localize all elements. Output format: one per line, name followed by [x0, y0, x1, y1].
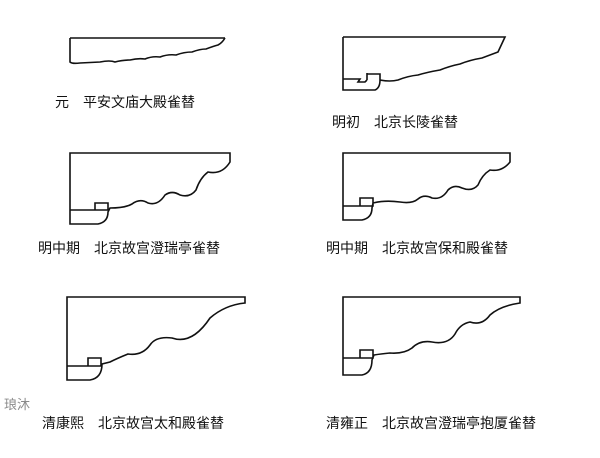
caption-period: 明中期 [326, 241, 368, 257]
caption-mid-ming-left: 明中期 北京故宫澄瑞亭雀替 [38, 238, 220, 258]
caption-qing-kangxi: 清康熙 北京故宫太和殿雀替 [42, 413, 224, 433]
caption-period: 明中期 [38, 241, 80, 257]
caption-name: 北京故宫澄瑞亭抱厦雀替 [382, 416, 536, 432]
caption-yuan: 元 平安文庙大殿雀替 [55, 92, 195, 112]
watermark: 琅沐 [4, 398, 31, 413]
bracket-drawing-mid-ming-baohedian [342, 152, 511, 221]
bracket-drawing-early-ming [342, 36, 507, 91]
bracket-drawing-qing-yongzheng [342, 296, 521, 376]
caption-qing-yongzheng: 清雍正 北京故宫澄瑞亭抱厦雀替 [326, 413, 536, 433]
caption-period: 清雍正 [326, 416, 368, 432]
caption-early-ming: 明初 北京长陵雀替 [332, 112, 458, 132]
caption-name: 平安文庙大殿雀替 [83, 95, 195, 111]
bracket-drawing-yuan [69, 37, 226, 65]
caption-period: 明初 [332, 115, 360, 131]
caption-name: 北京长陵雀替 [374, 115, 458, 131]
caption-period: 清康熙 [42, 416, 84, 432]
bracket-drawing-qing-kangxi [66, 296, 246, 381]
caption-name: 北京故宫澄瑞亭雀替 [94, 241, 220, 257]
caption-period: 元 [55, 95, 69, 111]
bracket-drawing-mid-ming-chengruiting [69, 152, 231, 225]
caption-name: 北京故宫保和殿雀替 [382, 241, 508, 257]
caption-mid-ming-right: 明中期 北京故宫保和殿雀替 [326, 238, 508, 258]
caption-name: 北京故宫太和殿雀替 [98, 416, 224, 432]
